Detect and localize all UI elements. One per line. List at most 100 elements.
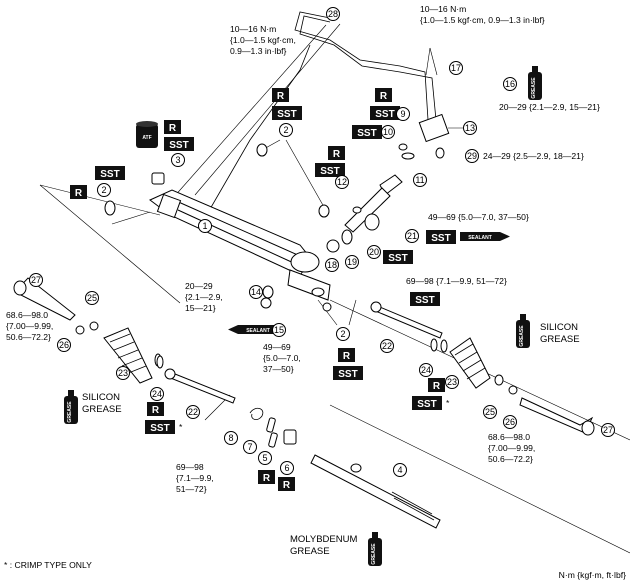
tag-sst: SST: [100, 169, 119, 180]
svg-text:14: 14: [251, 287, 261, 297]
svg-text:13: 13: [465, 123, 475, 133]
tag-r: R: [277, 91, 285, 102]
svg-text:20: 20: [369, 247, 379, 257]
atf-can: ATF: [136, 121, 158, 148]
torque-22-right: 69—98 {7.1—9.9, 51—72}: [406, 276, 507, 286]
tag-sst: SST: [357, 128, 376, 139]
silicon-grease-left-line2: GREASE: [82, 404, 122, 415]
callout-29: 29: [465, 149, 479, 163]
torque-14-line1: 20—29: [185, 281, 213, 291]
svg-text:15: 15: [274, 325, 284, 335]
tag-sst: SST: [338, 369, 357, 380]
callout-13: 13: [463, 121, 477, 135]
tag-sst: SST: [277, 109, 296, 120]
svg-text:27: 27: [603, 425, 613, 435]
torque-22-left-line2: {7.1—9.9,: [176, 473, 214, 483]
svg-text:19: 19: [347, 257, 357, 267]
callout-15: 15: [272, 323, 286, 337]
torque-15-line1: 49—69: [263, 342, 291, 352]
callout-7: 7: [243, 440, 257, 454]
tag-r: R: [333, 149, 341, 160]
svg-text:2: 2: [101, 185, 106, 195]
svg-text:23: 23: [447, 377, 457, 387]
grease-bottle-silicon-right: GREASE: [516, 314, 530, 348]
grease-bottle-right-top: GREASE: [528, 66, 542, 100]
svg-text:12: 12: [337, 177, 347, 187]
tag-r: R: [263, 473, 271, 484]
torque-26-right-line1: 68.6—98.0: [488, 432, 530, 442]
tag-sst: SST: [431, 233, 450, 244]
part-callouts: 1 2 2 2 3 4 5 6 7 8 9 10 11 12 13 14 15 …: [29, 7, 615, 477]
fluid-pipes: [205, 11, 437, 217]
tag-sst: SST: [320, 166, 339, 177]
atf-label: ATF: [142, 135, 151, 141]
svg-text:4: 4: [397, 465, 402, 475]
svg-text:7: 7: [247, 442, 252, 452]
torque-15-line2: {5.0—7.0,: [263, 353, 301, 363]
callout-9: 9: [396, 107, 410, 121]
grease-bottle-label: GREASE: [67, 401, 73, 423]
tag-boxes: R SST SST R R SST R SST SST R SST SST SS…: [70, 88, 456, 491]
callout-8: 8: [224, 431, 238, 445]
pinion-assembly: [344, 113, 450, 233]
callout-21: 21: [405, 229, 419, 243]
molybdenum-grease-line2: GREASE: [290, 546, 330, 557]
crimp-asterisk: *: [179, 422, 183, 432]
callout-26: 26: [57, 338, 71, 352]
callout-6: 6: [280, 461, 294, 475]
small-hardware: [75, 321, 518, 448]
callout-3: 3: [171, 153, 185, 167]
callout-20: 20: [367, 245, 381, 259]
crimp-footnote: * : CRIMP TYPE ONLY: [4, 560, 92, 570]
molybdenum-grease-line1: MOLYBDENUM: [290, 534, 357, 545]
torque-15-line3: 37—50}: [263, 364, 294, 374]
svg-text:8: 8: [228, 433, 233, 443]
tag-sst: SST: [375, 109, 394, 120]
tag-r: R: [75, 188, 83, 199]
svg-text:24: 24: [421, 365, 431, 375]
tag-r: R: [380, 91, 388, 102]
svg-text:24: 24: [152, 389, 162, 399]
grease-bottles: GREASE GREASE GREASE GREASE ATF: [64, 66, 542, 566]
svg-text:23: 23: [118, 368, 128, 378]
tag-r: R: [283, 480, 291, 491]
callout-2: 2: [336, 327, 350, 341]
svg-text:21: 21: [407, 231, 417, 241]
callout-16: 16: [503, 77, 517, 91]
callout-12: 12: [335, 175, 349, 189]
callout-27: 27: [601, 423, 615, 437]
silicon-grease-right-line1: SILICON: [540, 322, 578, 333]
svg-text:28: 28: [328, 9, 338, 19]
silicon-grease-left-line1: SILICON: [82, 392, 120, 403]
svg-text:22: 22: [188, 407, 198, 417]
svg-text:17: 17: [451, 63, 461, 73]
callout-2: 2: [279, 123, 293, 137]
sealant-tube-lower: SEALANT: [228, 325, 278, 334]
callout-28: 28: [326, 7, 340, 21]
torque-pipe-right-line2: {1.0—1.5 kgf·cm, 0.9—1.3 in·lbf}: [420, 15, 545, 25]
torque-29: 24—29 {2.5—2.9, 18—21}: [483, 151, 584, 161]
svg-text:26: 26: [59, 340, 69, 350]
svg-text:22: 22: [382, 341, 392, 351]
grease-labels: SILICON GREASE SILICON GREASE MOLYBDENUM…: [4, 322, 626, 580]
callout-27: 27: [29, 273, 43, 287]
torque-21: 49—69 {5.0—7.0, 37—50}: [428, 212, 529, 222]
grease-bottle-label: GREASE: [531, 77, 537, 99]
torque-26-right-line3: 50.6—72.2}: [488, 454, 533, 464]
tag-sst: SST: [417, 399, 436, 410]
callout-23: 23: [445, 375, 459, 389]
svg-text:29: 29: [467, 151, 477, 161]
callout-14: 14: [249, 285, 263, 299]
callout-25: 25: [85, 291, 99, 305]
callout-26: 26: [503, 415, 517, 429]
svg-text:26: 26: [505, 417, 515, 427]
svg-text:1: 1: [202, 221, 207, 231]
tag-r: R: [433, 381, 441, 392]
svg-text:5: 5: [262, 453, 267, 463]
grease-bottle-label: GREASE: [371, 543, 377, 565]
sealant-label: SEALANT: [246, 328, 270, 334]
svg-text:3: 3: [175, 155, 180, 165]
grease-bottle-molybdenum: GREASE: [368, 532, 382, 566]
svg-text:16: 16: [505, 79, 515, 89]
